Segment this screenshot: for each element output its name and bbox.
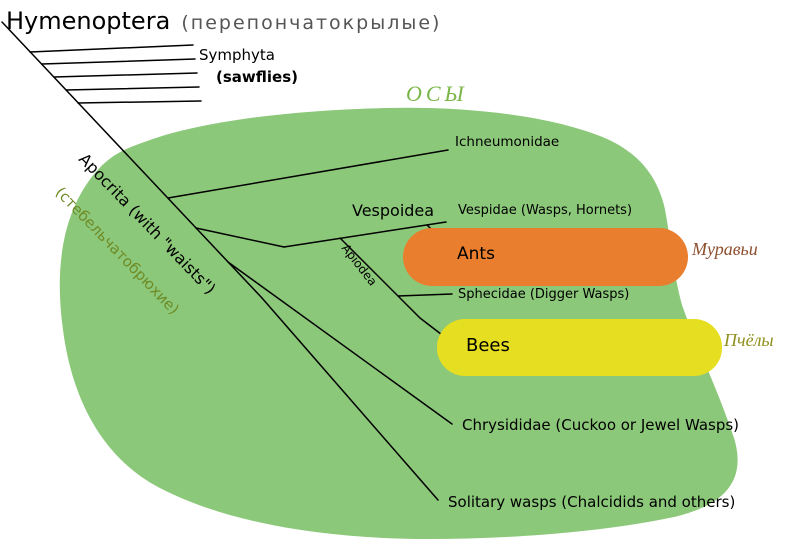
- branch-apiodea: [339, 237, 421, 319]
- label-ants: Ants: [457, 244, 495, 264]
- bees-region-blob: [437, 319, 722, 376]
- ants-region-blob: [403, 228, 688, 286]
- label-sawflies: (sawflies): [216, 68, 298, 86]
- label-vespidae: Vespidae (Wasps, Hornets): [458, 203, 633, 218]
- label-vespoidea: Vespoidea: [352, 201, 435, 220]
- branch-sawfly-1: [29, 44, 194, 53]
- branch-sawfly-2: [41, 58, 196, 65]
- branch-chrysididae: [227, 261, 453, 425]
- branch-trunk: [1, 21, 263, 299]
- branch-solitary-wasps: [261, 297, 439, 501]
- branch-clade-connector: [195, 227, 285, 248]
- wasps-region-blob: [59, 107, 738, 539]
- branch-vespoidea: [283, 221, 447, 248]
- label-sphecidae: Sphecidae (Digger Wasps): [458, 287, 630, 302]
- label-chrysididae: Chrysididae (Cuckoo or Jewel Wasps): [462, 416, 740, 434]
- branch-sphecidae: [397, 293, 453, 297]
- label-wasps-russian: ОСЫ: [406, 81, 468, 106]
- branch-sawfly-3: [53, 72, 198, 78]
- label-ichneumonidae: Ichneumonidae: [455, 134, 560, 150]
- branch-ichneumonidae: [167, 149, 449, 199]
- label-bees: Bees: [466, 335, 510, 356]
- title-russian-gloss: (перепончатокрылые): [181, 12, 442, 34]
- label-ants-russian: Муравьи: [692, 239, 758, 259]
- title-latin: Hymenoptera: [6, 7, 171, 35]
- page-title: Hymenoptera (перепончатокрылые): [6, 8, 441, 34]
- label-solitary-wasps: Solitary wasps (Chalcidids and others): [448, 493, 736, 511]
- branch-sawfly-4: [65, 86, 200, 91]
- label-symphyta: Symphyta: [199, 46, 275, 64]
- label-bees-russian: Пчёлы: [724, 330, 774, 350]
- branch-sawfly-5: [77, 100, 202, 104]
